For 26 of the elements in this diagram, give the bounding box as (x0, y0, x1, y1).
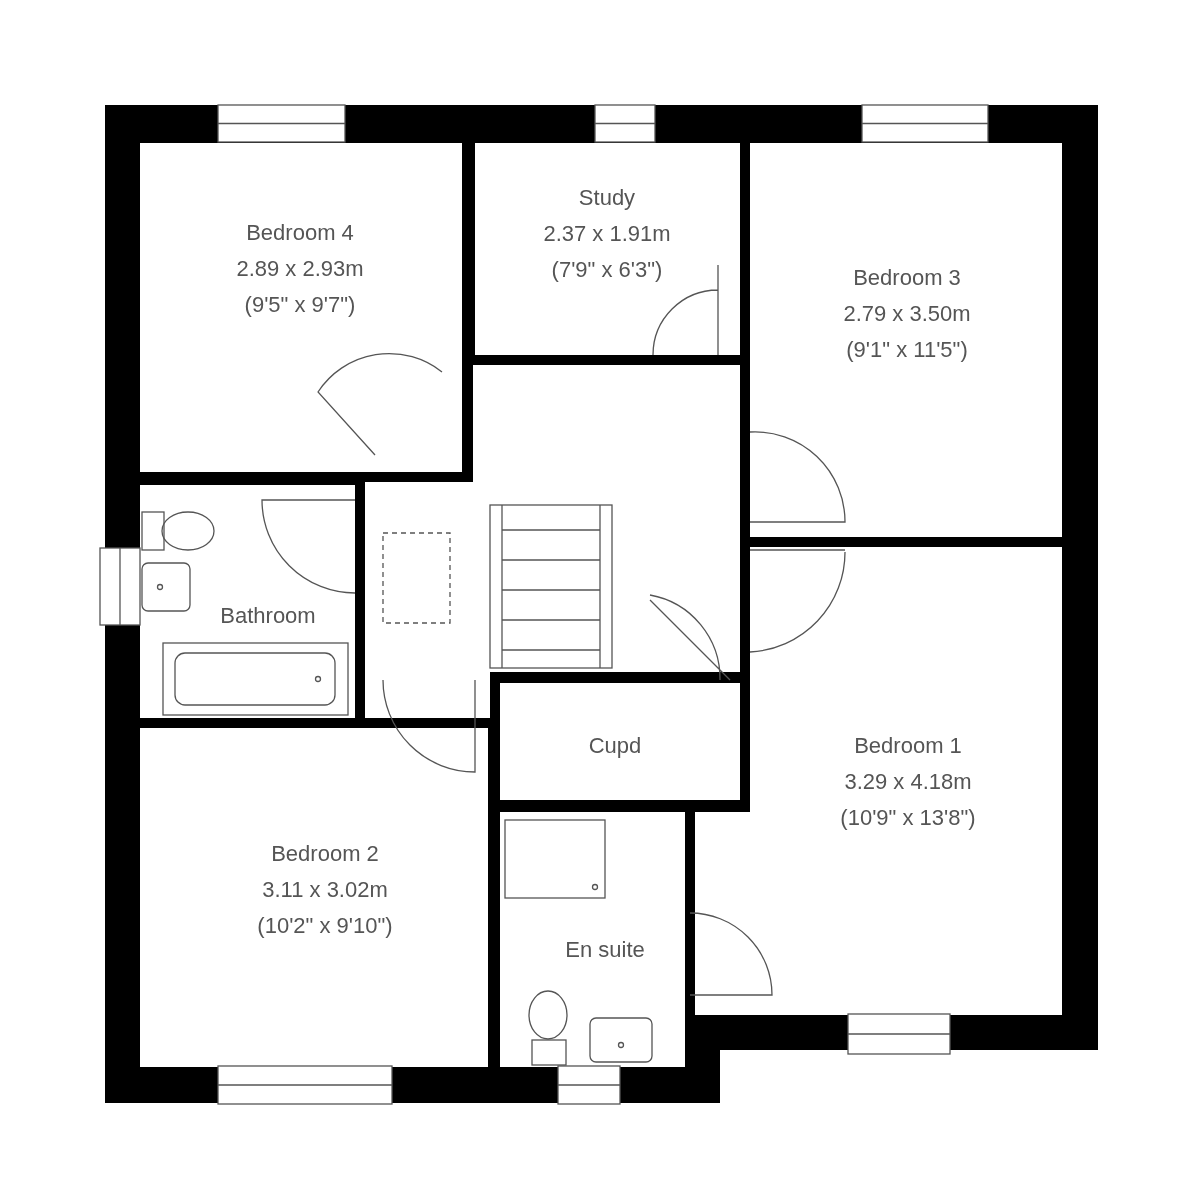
room (475, 143, 740, 355)
room (140, 485, 355, 718)
room (695, 547, 1062, 1015)
room-size-imperial: (10'9" x 13'8") (840, 804, 976, 832)
room (140, 728, 488, 1067)
room (500, 683, 740, 800)
room (140, 143, 462, 472)
room-size-imperial: (10'2" x 9'10") (257, 912, 393, 940)
room (500, 812, 685, 1067)
room-name: Bathroom (220, 602, 316, 630)
room-name: Bedroom 2 (271, 840, 379, 868)
room (750, 143, 1062, 537)
room-name: Bedroom 4 (246, 219, 354, 247)
room-size-imperial: (7'9" x 6'3") (551, 256, 663, 284)
room-size-metric: 3.11 x 3.02m (262, 876, 388, 904)
room-size-metric: 3.29 x 4.18m (844, 768, 972, 796)
room-name: En suite (565, 936, 645, 964)
room-size-imperial: (9'1" x 11'5") (846, 336, 968, 364)
room-size-metric: 2.37 x 1.91m (543, 220, 671, 248)
room-name: Bedroom 1 (854, 732, 962, 760)
room-size-metric: 2.79 x 3.50m (843, 300, 971, 328)
room-name: Cupd (588, 732, 642, 760)
room-name: Study (578, 184, 636, 212)
room-size-imperial: (9'5" x 9'7") (244, 291, 356, 319)
room-name: Bedroom 3 (853, 264, 961, 292)
room-size-metric: 2.89 x 2.93m (236, 255, 364, 283)
